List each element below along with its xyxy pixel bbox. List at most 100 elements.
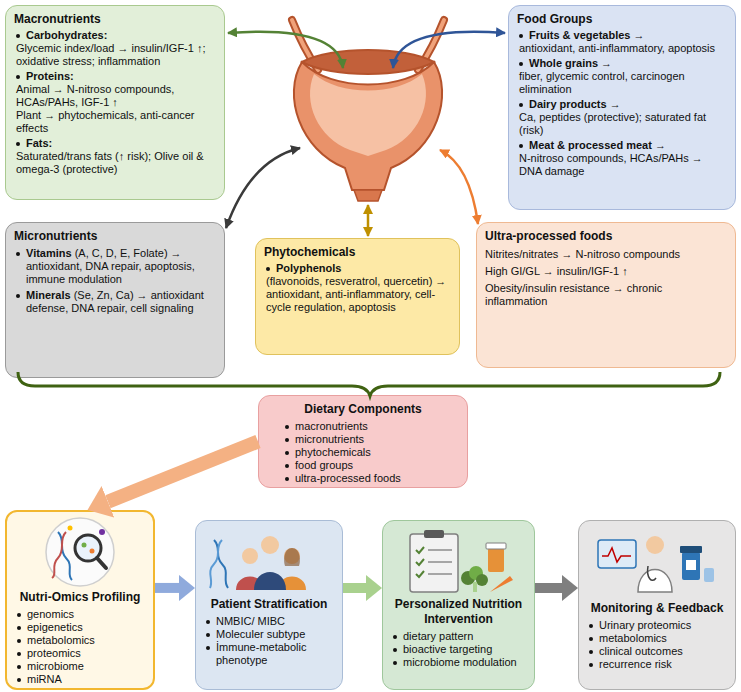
bullet-item: Urinary proteomics bbox=[587, 619, 727, 632]
bullet-item: clinical outcomes bbox=[587, 645, 727, 658]
bullet-item: metabolomics bbox=[587, 632, 727, 645]
monitoring-illustration-part bbox=[686, 560, 696, 570]
bladder-illustration bbox=[292, 20, 444, 201]
nutrition-plan-illustration-part bbox=[488, 548, 504, 572]
bullet-text: fiber, glycemic control, carcinogen elim… bbox=[517, 70, 727, 96]
bullet-label: Minerals bbox=[26, 289, 71, 301]
process-box: Personalized Nutrition Intervention dieta… bbox=[382, 520, 535, 690]
omics-illustration-part bbox=[68, 526, 73, 531]
bullet-item: ultra-processed foods bbox=[283, 472, 459, 485]
nutrition-plan-illustration-part bbox=[410, 534, 458, 592]
grouping-bracket bbox=[18, 372, 720, 396]
bullet-item: microbiome modulation bbox=[391, 656, 526, 669]
patients-illustration-part bbox=[261, 536, 279, 554]
relation-arrows bbox=[226, 32, 505, 236]
flow-arrow bbox=[155, 583, 179, 593]
patients-illustration-part bbox=[242, 548, 258, 564]
bullet-text: antioxidant, anti-inflammatory, apoptosi… bbox=[517, 42, 727, 55]
bullet-item: genomics bbox=[15, 608, 145, 621]
omics-illustration-part bbox=[90, 549, 95, 554]
bullet-label: Proteins: bbox=[14, 70, 216, 83]
effect-text: High GI/GL → insulin/IGF-1 ↑ bbox=[485, 265, 727, 278]
bullet-label: Carbohydrates: bbox=[14, 29, 216, 42]
box-heading: Personalized Nutrition Intervention bbox=[391, 597, 526, 627]
omics-illustration-part bbox=[82, 543, 87, 548]
patients-illustration-part bbox=[284, 548, 300, 564]
nutrition-plan-illustration-part bbox=[428, 573, 452, 575]
bullet-paragraph: Vitamins(A, C, D, E, Folate) → antioxida… bbox=[14, 247, 216, 286]
category-box: Ultra-processed foodsNitrites/nitrates →… bbox=[476, 222, 736, 368]
monitoring-illustration-part bbox=[602, 548, 631, 562]
bullet-text: Glycemic index/load → insulin/IGF-1 ↑; o… bbox=[14, 42, 216, 68]
monitoring-illustration-part bbox=[646, 536, 664, 554]
box-heading: Macronutrients bbox=[14, 12, 216, 27]
process-box: Monitoring & FeedbackUrinary proteomicsm… bbox=[578, 520, 736, 690]
omics-illustration-part bbox=[58, 532, 72, 580]
process-box: Nutri-Omics Profiling genomicsepigenetics… bbox=[5, 510, 155, 690]
category-box: Food GroupsFruits & vegetables →antioxid… bbox=[508, 5, 736, 210]
bullet-label: Fats: bbox=[14, 137, 216, 150]
omics-illustration-part bbox=[99, 529, 105, 535]
bullet-label: Vitamins bbox=[26, 247, 72, 259]
category-box: MicronutrientsVitamins(A, C, D, E, Folat… bbox=[5, 222, 225, 378]
bullet-label: Whole grains → bbox=[517, 57, 727, 70]
bullet-item: microbiome bbox=[15, 660, 145, 673]
bullet-paragraph: Minerals(Se, Zn, Ca) → antioxidant defen… bbox=[14, 289, 216, 315]
effect-text: Nitrites/nitrates → N-nitroso compounds bbox=[485, 248, 727, 261]
monitoring-illustration-part bbox=[680, 546, 702, 553]
omics-illustration-part bbox=[52, 532, 66, 578]
bullet-label: Polyphenols bbox=[264, 262, 451, 275]
bullet-item: proteomics bbox=[15, 647, 145, 660]
bullet-item: Moleculer subtype bbox=[204, 628, 334, 641]
bladder-illustration-part bbox=[294, 62, 442, 190]
flow-arrow bbox=[535, 583, 562, 593]
box-heading: Monitoring & Feedback bbox=[587, 601, 727, 616]
bullet-item: İmmune-metabolic phenotype bbox=[204, 641, 334, 667]
box-heading: Nutri-Omics Profiling bbox=[15, 590, 145, 605]
flow-arrow bbox=[108, 442, 258, 502]
nutrition-plan-illustration-part bbox=[461, 571, 475, 585]
nutrition-plan-illustration-part bbox=[416, 547, 424, 553]
bladder-illustration-part bbox=[418, 20, 444, 70]
bullet-text: Ca, peptides (protective); saturated fat… bbox=[517, 111, 727, 137]
patients-illustration-part bbox=[278, 577, 306, 591]
effect-text: Obesity/insulin resistance → chronic inf… bbox=[485, 282, 727, 308]
patients-illustration-part bbox=[284, 548, 300, 566]
relation-arrows-part bbox=[226, 148, 300, 228]
bullet-item: recurrence risk bbox=[587, 658, 727, 671]
monitoring-illustration bbox=[598, 536, 714, 592]
bullet-item: macronutrients bbox=[283, 420, 459, 433]
bullet-item: phytochemicals bbox=[283, 446, 459, 459]
box-heading: Phytochemicals bbox=[264, 245, 451, 260]
bullet-item: epigenetics bbox=[15, 621, 145, 634]
bladder-illustration-part bbox=[292, 20, 318, 70]
process-box: Patient StratificationNMBIC/ MIBCMolecul… bbox=[195, 520, 343, 690]
box-heading: Micronutrients bbox=[14, 229, 216, 244]
bladder-illustration-part bbox=[292, 20, 318, 70]
box-heading: Patient Stratification bbox=[204, 597, 334, 612]
monitoring-illustration-part bbox=[598, 540, 636, 568]
nutrition-plan-illustration bbox=[410, 530, 513, 592]
box-heading: Dietary Components bbox=[267, 402, 459, 417]
patients-illustration-part bbox=[236, 577, 264, 591]
monitoring-illustration-part bbox=[648, 566, 656, 580]
bullet-text: Animal → N-nitroso compounds, HCAs/PAHs,… bbox=[14, 83, 216, 109]
relation-arrows-part bbox=[393, 32, 505, 68]
summary-box: Dietary Components macronutrientsmicronut… bbox=[258, 395, 468, 488]
relation-arrows-part bbox=[367, 205, 370, 236]
bullet-item: dietary pattern bbox=[391, 630, 526, 643]
category-box: MacronutrientsCarbohydrates:Glycemic ind… bbox=[5, 5, 225, 200]
patients-illustration bbox=[210, 536, 306, 590]
bladder-illustration-part bbox=[354, 190, 382, 201]
bullet-item: miRNA bbox=[15, 673, 145, 686]
bullet-text: Saturated/trans fats (↑ risk); Olive oil… bbox=[14, 150, 216, 176]
bullet-label: Meat & processed meat → bbox=[517, 139, 727, 152]
nutrition-plan-illustration-part bbox=[424, 530, 444, 538]
patients-illustration-part bbox=[214, 540, 228, 588]
omics-illustration bbox=[46, 518, 114, 586]
nutrition-plan-illustration-part bbox=[486, 543, 506, 549]
bullet-item: micronutrients bbox=[283, 433, 459, 446]
bullet-label: Dairy products → bbox=[517, 98, 727, 111]
category-box: PhytochemicalsPolyphenols(flavonoids, re… bbox=[255, 238, 460, 355]
